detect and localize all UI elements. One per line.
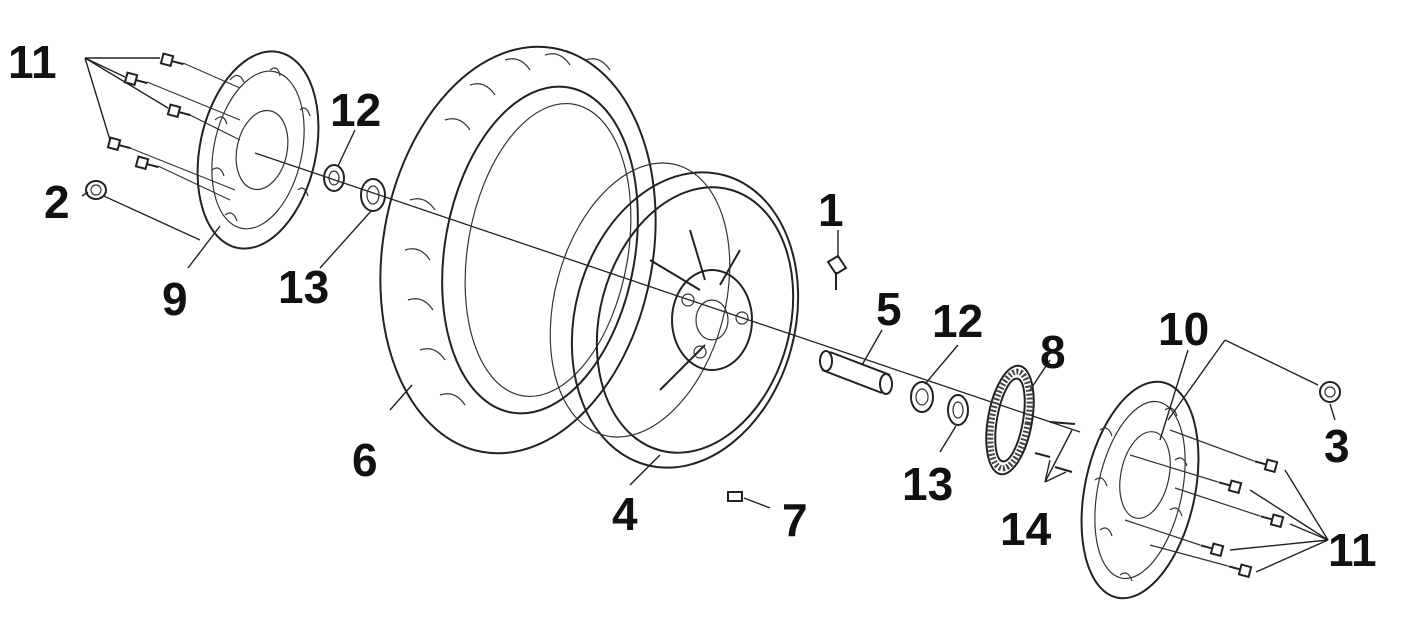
wheel-rim-icon <box>549 162 800 469</box>
balance-weight-icon <box>727 491 743 502</box>
left-brake-disc-icon <box>196 50 320 250</box>
screws-icon <box>1034 421 1076 473</box>
right-bolts-icon <box>1124 429 1285 579</box>
axle-sleeve-icon <box>819 350 893 395</box>
callout-7: 7 <box>782 494 808 546</box>
callout-12-right: 12 <box>932 295 983 347</box>
axle-centerline <box>94 152 1081 433</box>
right-bearing-icon <box>910 381 934 413</box>
callout-2: 2 <box>44 176 70 228</box>
tire-icon <box>379 45 657 455</box>
callout-3: 3 <box>1324 420 1350 472</box>
callout-1: 1 <box>818 184 844 236</box>
callout-11-right: 11 <box>1328 524 1377 576</box>
right-brake-disc-icon <box>1080 380 1200 600</box>
callout-9: 9 <box>162 273 188 325</box>
left-seal-icon <box>360 178 386 212</box>
callout-12-left: 12 <box>330 84 381 136</box>
callout-13-left: 13 <box>278 261 329 313</box>
callout-4: 4 <box>612 488 638 540</box>
valve-stem-icon <box>826 254 848 290</box>
right-spacer-icon <box>1319 381 1341 403</box>
leader-lines <box>81 57 1336 573</box>
left-bolts-icon <box>106 52 241 201</box>
callouts: 11 2 12 13 9 1 5 12 8 10 3 6 13 4 7 14 1… <box>8 36 1377 576</box>
left-spacer-icon <box>85 180 107 200</box>
right-seal-icon <box>947 394 969 426</box>
callout-8: 8 <box>1040 326 1066 378</box>
callout-13-right: 13 <box>902 458 953 510</box>
callout-5: 5 <box>876 283 902 335</box>
callout-6: 6 <box>352 434 378 486</box>
left-bearing-icon <box>323 164 345 192</box>
callout-11-left: 11 <box>8 36 57 88</box>
callout-14: 14 <box>1000 503 1052 555</box>
callout-10: 10 <box>1158 303 1209 355</box>
abs-tone-ring-icon <box>985 364 1035 476</box>
